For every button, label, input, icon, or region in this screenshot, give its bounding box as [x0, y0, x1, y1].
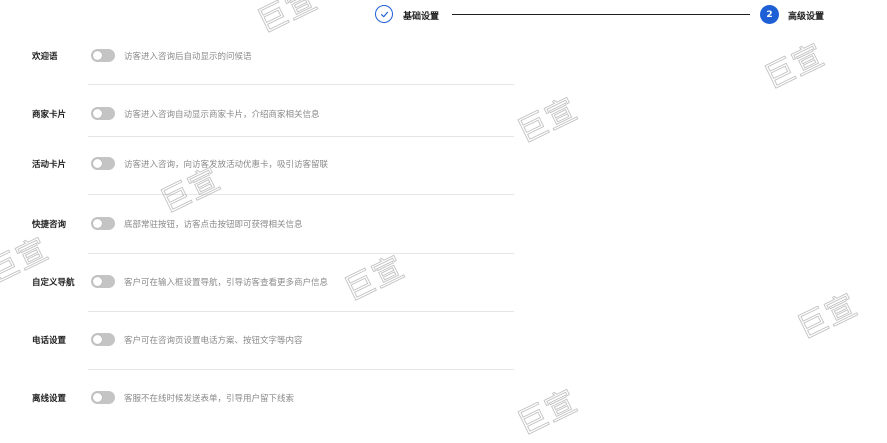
- setting-row-quick-consult: 快捷咨询 底部常驻按钮，访客点击按钮即可获得相关信息: [0, 212, 520, 236]
- setting-description: 访客进入咨询后自动显示的问候语: [124, 52, 252, 62]
- phone-toggle[interactable]: [91, 333, 115, 346]
- setting-label: 电话设置: [32, 336, 67, 346]
- toggle-knob: [93, 159, 102, 168]
- offline-toggle[interactable]: [91, 391, 115, 404]
- setting-label: 自定义导航: [32, 278, 75, 288]
- setting-row-activity-card: 活动卡片 访客进入咨询，向访客发放活动优惠卡，吸引访客留联: [0, 152, 520, 176]
- activity-card-toggle[interactable]: [91, 157, 115, 170]
- setting-description: 访客进入咨询自动显示商家卡片，介绍商家相关信息: [124, 110, 320, 120]
- setting-row-phone: 电话设置 客户可在咨询页设置电话方案、按钮文字等内容: [0, 328, 520, 352]
- stepper: 基础设置 2 高级设置: [0, 5, 887, 27]
- toggle-knob: [93, 51, 102, 60]
- row-divider: [88, 194, 514, 195]
- row-divider: [88, 253, 514, 254]
- setting-description: 客服不在线时候发送表单，引导用户留下线索: [124, 394, 295, 404]
- step1-check-icon[interactable]: [375, 5, 393, 23]
- setting-label: 快捷咨询: [32, 220, 67, 230]
- toggle-knob: [93, 109, 102, 118]
- setting-row-offline: 离线设置 客服不在线时候发送表单，引导用户留下线索: [0, 386, 520, 410]
- setting-description: 底部常驻按钮，访客点击按钮即可获得相关信息: [124, 220, 303, 230]
- quick-consult-toggle[interactable]: [91, 217, 115, 230]
- toggle-knob: [93, 219, 102, 228]
- custom-nav-toggle[interactable]: [91, 275, 115, 288]
- setting-label: 离线设置: [32, 394, 67, 404]
- setting-label: 活动卡片: [32, 160, 67, 170]
- setting-description: 客户可在咨询页设置电话方案、按钮文字等内容: [124, 336, 303, 346]
- step1-label[interactable]: 基础设置: [403, 12, 440, 22]
- step2-label[interactable]: 高级设置: [788, 12, 825, 22]
- toggle-knob: [93, 393, 102, 402]
- settings-list: 欢迎语 访客进入咨询后自动显示的问候语 商家卡片 访客进入咨询自动显示商家卡片，…: [0, 44, 520, 410]
- setting-description: 访客进入咨询，向访客发放活动优惠卡，吸引访客留联: [124, 160, 329, 170]
- row-divider: [88, 136, 514, 137]
- setting-label: 商家卡片: [32, 110, 67, 120]
- welcome-toggle[interactable]: [91, 49, 115, 62]
- row-divider: [88, 311, 514, 312]
- row-divider: [88, 84, 514, 85]
- toggle-knob: [93, 277, 102, 286]
- setting-label: 欢迎语: [32, 52, 58, 62]
- step-connector-line: [452, 14, 750, 15]
- setting-row-welcome: 欢迎语 访客进入咨询后自动显示的问候语: [0, 44, 520, 68]
- merchant-card-toggle[interactable]: [91, 107, 115, 120]
- toggle-knob: [93, 335, 102, 344]
- setting-row-custom-nav: 自定义导航 客户可在输入框设置导航，引导访客查看更多商户信息: [0, 270, 520, 294]
- setting-row-merchant-card: 商家卡片 访客进入咨询自动显示商家卡片，介绍商家相关信息: [0, 102, 520, 126]
- step2-number-badge[interactable]: 2: [760, 5, 779, 24]
- row-divider: [88, 369, 514, 370]
- setting-description: 客户可在输入框设置导航，引导访客查看更多商户信息: [124, 278, 329, 288]
